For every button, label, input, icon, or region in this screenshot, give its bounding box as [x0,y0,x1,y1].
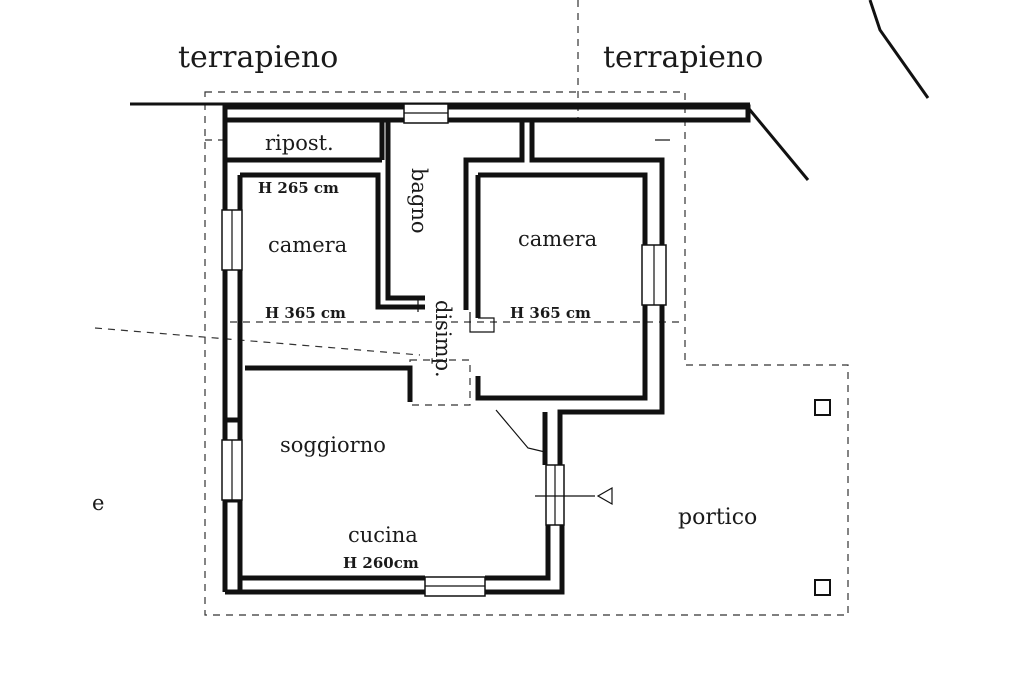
label-terrapieno-left: terrapieno [178,40,338,75]
label-height-260: H 260cm [343,554,419,572]
label-cucina: cucina [348,523,418,547]
label-height-265: H 265 cm [258,179,339,197]
dashed-outline [94,0,849,616]
label-ripostiglio: ripost. [265,131,334,155]
label-camera-right: camera [518,227,597,251]
label-soggiorno: soggiorno [280,433,386,457]
pillar-top [814,399,831,416]
retaining-wall-line [130,0,930,181]
windows [221,103,667,597]
label-camera-left: camera [268,233,347,257]
label-disimpegno: disimp. [431,300,455,378]
label-height-365-left: H 365 cm [265,304,346,322]
label-edge-mark: e [92,491,104,515]
label-terrapieno-right: terrapieno [603,40,763,75]
pillar-bottom [814,579,831,596]
label-portico: portico [678,505,757,530]
label-height-365-right: H 365 cm [510,304,591,322]
label-bagno: bagno [407,168,431,234]
door-details [417,139,670,506]
